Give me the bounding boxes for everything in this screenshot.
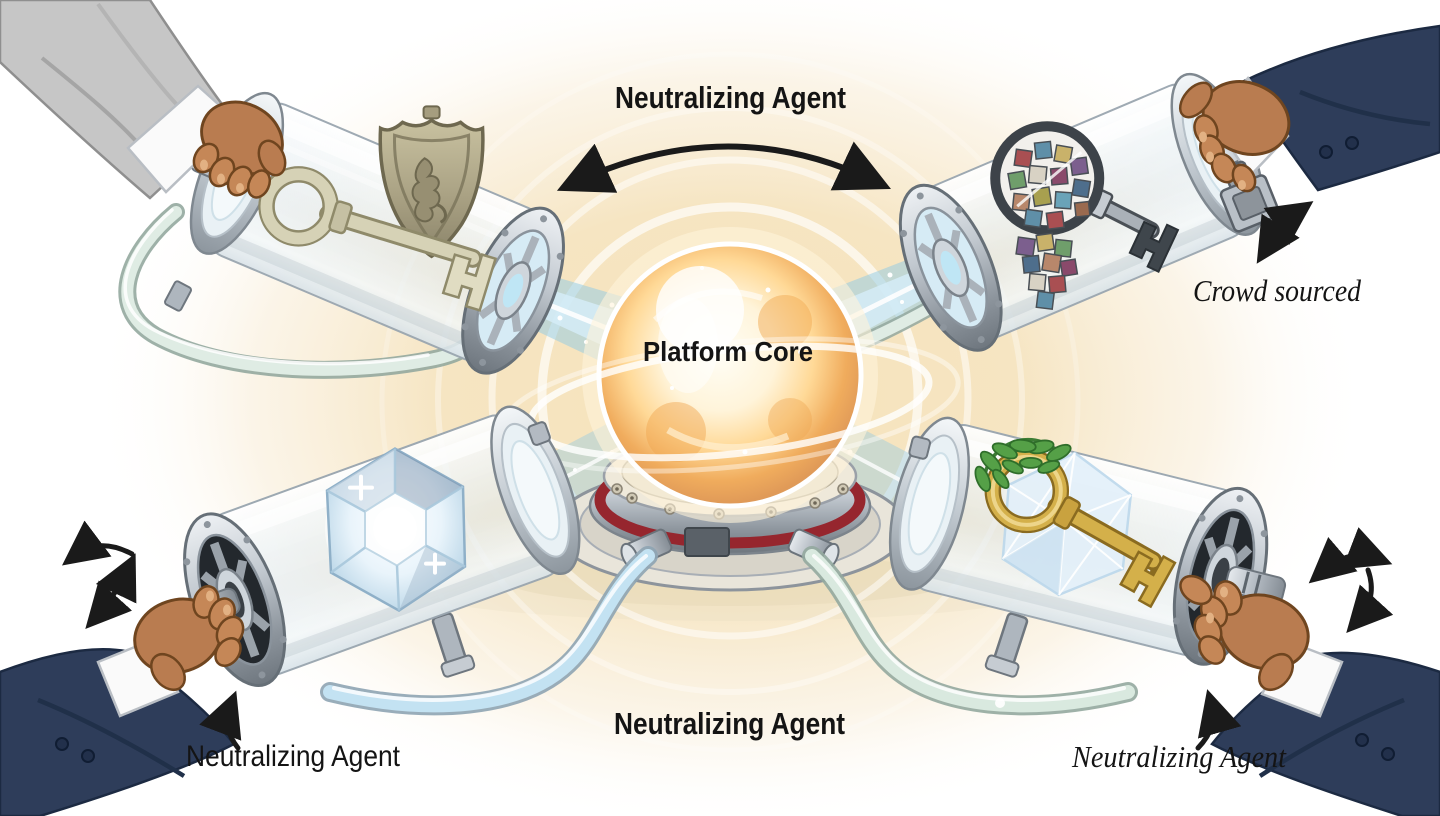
key-bit (1119, 550, 1177, 609)
capsule-flange (898, 183, 1003, 352)
annotation-labels: Neutralizing Agent Crowd sourced Neutral… (186, 80, 1361, 774)
spilling-cubes (1015, 232, 1079, 311)
hand (192, 100, 287, 199)
tube-bottom-left (320, 546, 658, 716)
hand-top-left-gray-suit (0, 0, 287, 200)
hand (1179, 574, 1310, 692)
arrow-crowd-sourced (1256, 201, 1314, 264)
arrow-rotate-bottom-left-1 (61, 520, 135, 566)
capsule-top-left (189, 91, 565, 375)
capsule-cap (490, 405, 581, 576)
capsule-contents (258, 105, 498, 312)
label-bottom-left: Neutralizing Agent (186, 740, 401, 773)
capsule-contents (974, 438, 1177, 609)
capsule-cap (888, 416, 970, 591)
mosaic-cubes-key-icon (990, 121, 1180, 311)
platform-core-orb: Platform Core (499, 227, 961, 523)
arrow-rotate-bottom-right-1 (1308, 527, 1393, 584)
hand (133, 585, 245, 692)
hand (1178, 80, 1291, 193)
ornate-key-icon (258, 166, 498, 312)
laurel-branch (974, 438, 1072, 493)
core-label: Platform Core (643, 336, 813, 367)
tube-clamp-right (984, 612, 1029, 678)
arrow-top-arc (556, 141, 891, 193)
capsule-bottom-left (179, 405, 581, 688)
label-bottom-right: Neutralizing Agent (1071, 739, 1287, 774)
hand-top-right-navy-suit (1178, 24, 1440, 233)
hand-bottom-left-navy-suit (0, 585, 245, 816)
capsule-top-right (898, 72, 1268, 352)
laurel-gold-key-icon (974, 438, 1177, 609)
capsule-flange (461, 206, 565, 375)
shield-icon (378, 105, 485, 259)
diamond-crystal-icon (324, 447, 467, 613)
label-crowd-sourced: Crowd sourced (1193, 273, 1361, 308)
arrow-rotate-bottom-left-2 (85, 553, 137, 630)
label-top-center: Neutralizing Agent (615, 80, 846, 115)
annotation-arrows (61, 141, 1394, 751)
key-bit (441, 253, 498, 312)
arrow-pointer-bottom-left (199, 690, 242, 751)
label-bottom-center: Neutralizing Agent (614, 706, 845, 741)
tube-bottom-right (802, 546, 1138, 716)
arrow-rotate-bottom-right-2 (1346, 567, 1394, 633)
arrow-pointer-bottom-right (1195, 689, 1242, 751)
mosaic-cubes (1007, 140, 1092, 231)
tube-top-left-loop (118, 203, 483, 379)
hand-bottom-right-navy-suit (1179, 574, 1440, 816)
